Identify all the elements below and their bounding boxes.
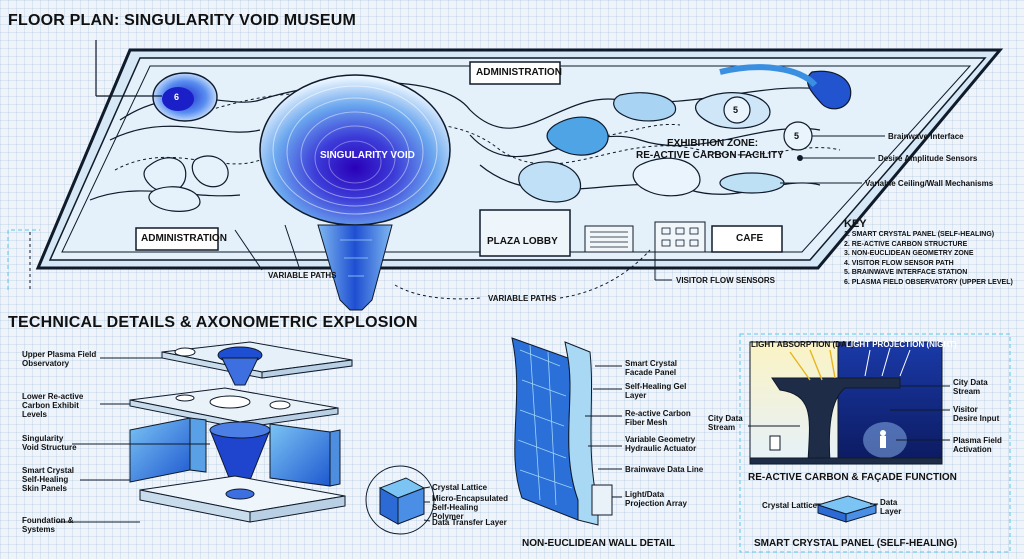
plasma-observatory xyxy=(95,40,218,122)
exhibition-blobs xyxy=(143,64,852,212)
callout-desire-sensors: Desire Amplitude Sensors xyxy=(878,154,978,163)
singularity-void-label: SINGULARITY VOID xyxy=(320,150,415,161)
panel-crystal-lattice: Crystal Lattice xyxy=(432,483,488,492)
floor-plan-title: FLOOR PLAN: SINGULARITY VOID MUSEUM xyxy=(8,12,357,29)
wall-leader-lines xyxy=(585,365,622,498)
facade-plasma-activation: Plasma Field Activation xyxy=(953,436,1002,454)
layer-lower-carbon: Lower Re-active Carbon Exhibit Levels xyxy=(22,392,84,419)
axonometric-explosion xyxy=(129,341,353,523)
key-item: 3. NON-EUCLIDEAN GEOMETRY ZONE xyxy=(844,250,974,258)
callout-brainwave-interface: Brainwave Interface xyxy=(888,132,964,141)
crystal-panel-cube xyxy=(365,465,435,535)
facade-city-stream-left: City Data Stream xyxy=(708,414,743,432)
layer-void-structure: Singularity Void Structure xyxy=(22,434,77,452)
key-item: 6. PLASMA FIELD OBSERVATORY (UPPER LEVEL… xyxy=(844,278,1013,286)
smart-panel-drawing xyxy=(815,495,878,523)
wall-label-facade: Smart Crystal Facade Panel xyxy=(625,359,678,377)
marker-five-b: 5 xyxy=(794,131,800,141)
exhibition-zone-label-line1: EXHIBITION ZONE: xyxy=(667,138,759,149)
panel-data-transfer: Data Transfer Layer xyxy=(432,518,507,527)
layer-upper-plasma: Upper Plasma Field Observatory xyxy=(22,350,97,368)
room-administration-left: ADMINISTRATION xyxy=(141,233,227,244)
singularity-void xyxy=(259,74,451,311)
facade-function-drawing xyxy=(749,341,943,465)
key-legend: KEY 1. SMART CRYSTAL PANEL (SELF-HEALING… xyxy=(844,218,1013,288)
axono-leader-lines xyxy=(56,357,210,523)
room-administration-top: ADMINISTRATION xyxy=(476,67,562,78)
plan-leader-lines xyxy=(234,135,885,281)
rooms xyxy=(135,61,783,257)
room-plaza-lobby: PLAZA LOBBY xyxy=(487,236,558,247)
wall-detail-drawing xyxy=(511,337,613,526)
wall-label-gel: Self-Healing Gel Layer xyxy=(625,382,687,400)
callout-variable-paths-bottom: VARIABLE PATHS xyxy=(488,294,557,303)
layer-skin-panels: Smart Crystal Self-Healing Skin Panels xyxy=(22,466,75,493)
key-item: 1. SMART CRYSTAL PANEL (SELF-HEALING) xyxy=(844,231,995,238)
smart-panel-data-layer: Data Layer xyxy=(880,498,902,516)
exhibition-zone-label-line2: RE-ACTIVE CARBON FACILITY xyxy=(636,150,784,161)
key-item: 5. BRAINWAVE INTERFACE STATION xyxy=(844,269,968,277)
key-item: 2. RE-ACTIVE CARBON STRUCTURE xyxy=(844,240,968,248)
facade-leader-lines xyxy=(748,385,950,441)
facade-city-stream-right: City Data Stream xyxy=(953,378,988,396)
facade-night-label: LIGHT PROJECTION (NIGHT) xyxy=(846,340,957,349)
smart-panel-title: SMART CRYSTAL PANEL (SELF-HEALING) xyxy=(754,538,958,549)
key-item: 4. VISITOR FLOW SENSOR PATH xyxy=(844,259,954,267)
technical-title: TECHNICAL DETAILS & AXONOMETRIC EXPLOSIO… xyxy=(8,314,418,331)
wall-detail-title: NON-EUCLIDEAN WALL DETAIL xyxy=(522,538,675,549)
panel-polymer: Micro-Encapsulated Self-Healing Polymer xyxy=(432,494,509,521)
wall-label-projection: Light/Data Projection Array xyxy=(625,490,687,508)
callout-ceiling-mechanisms: Variable Ceiling/Wall Mechanisms xyxy=(865,179,994,188)
smart-panel-crystal-lattice: Crystal Lattice xyxy=(762,501,818,510)
stair-hatch xyxy=(590,227,699,248)
callout-variable-paths-left: VARIABLE PATHS xyxy=(268,271,337,280)
section-dividers xyxy=(7,229,1011,553)
callout-visitor-flow-sensors: VISITOR FLOW SENSORS xyxy=(676,276,775,285)
wall-label-hydraulic: Variable Geometry Hydraulic Actuator xyxy=(625,435,697,453)
layer-foundation: Foundation & Systems xyxy=(22,516,74,534)
wall-label-brainwave-line: Brainwave Data Line xyxy=(625,465,704,474)
marker-six: 6 xyxy=(174,92,180,102)
wall-label-carbon: Re-active Carbon Fiber Mesh xyxy=(625,409,691,427)
room-cafe: CAFE xyxy=(736,233,764,244)
facade-day-label: LIGHT ABSORPTION (DAY) xyxy=(751,340,854,349)
key-title: KEY xyxy=(844,218,867,230)
facade-function-title: RE-ACTIVE CARBON & FAÇADE FUNCTION xyxy=(748,472,957,483)
facade-visitor-desire: Visitor Desire Input xyxy=(953,405,1000,423)
marker-five-a: 5 xyxy=(733,105,739,115)
variable-paths-dashes xyxy=(29,232,651,300)
